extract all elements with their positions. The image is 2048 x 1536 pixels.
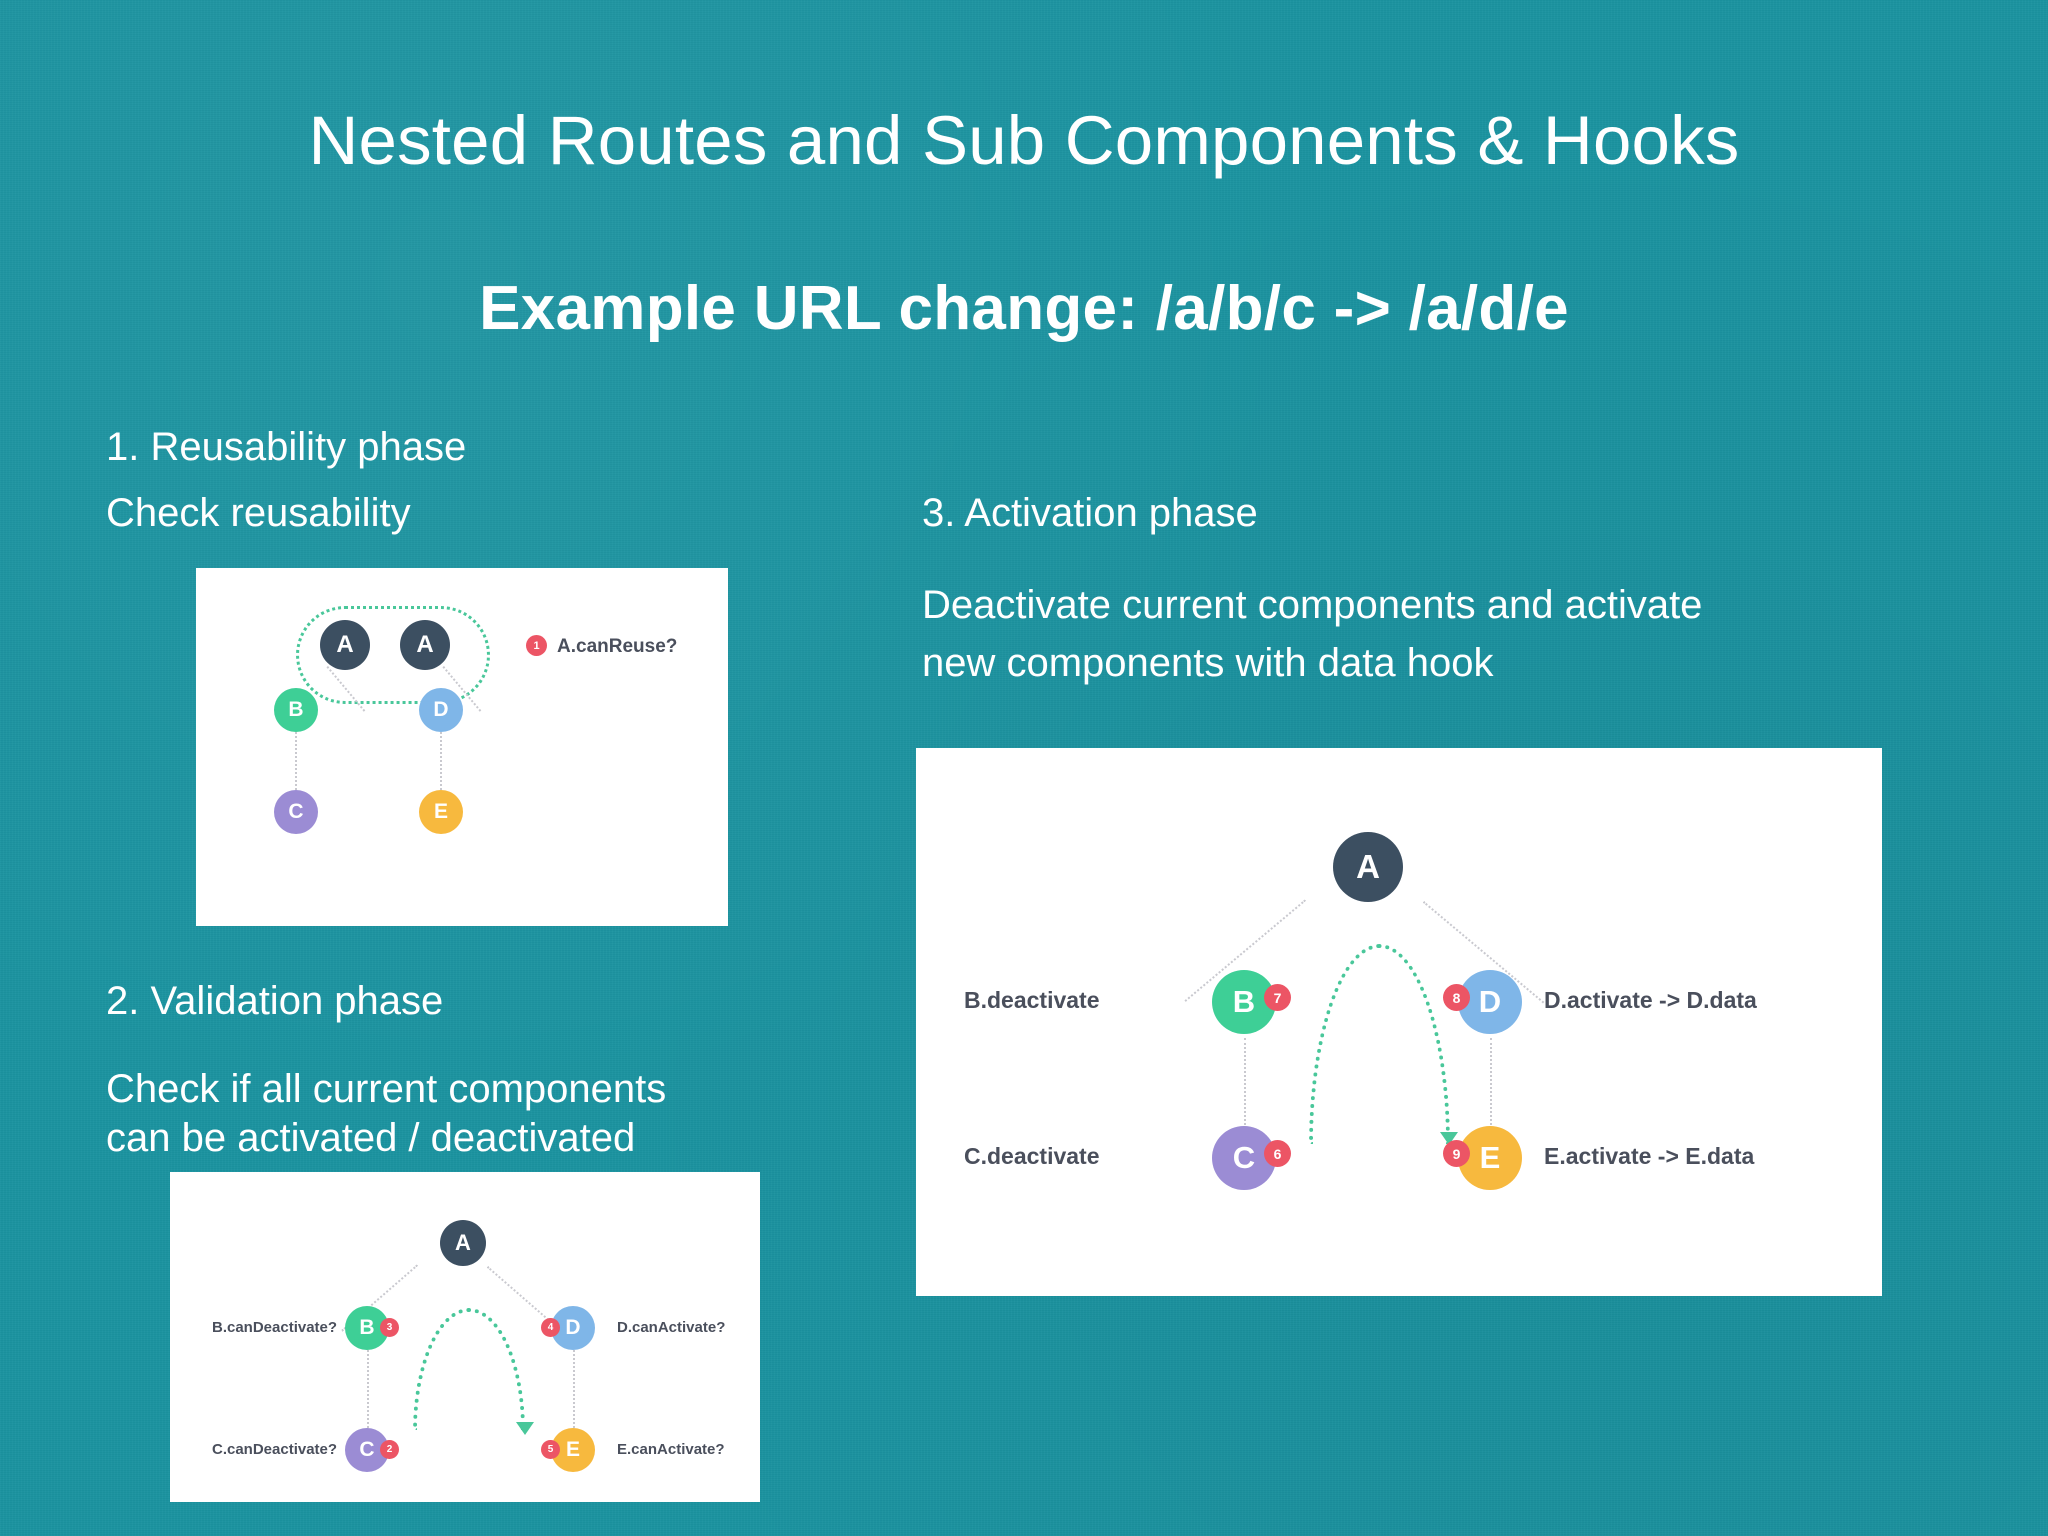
node-a-label: A <box>1356 848 1380 885</box>
edge-b-to-c <box>1244 1038 1246 1165</box>
node-d-label: D <box>433 698 449 721</box>
diagram-card-reusability: A A B D C E 1 A.canReuse? <box>196 568 728 926</box>
node-b: B <box>274 688 318 732</box>
hook-arrow-icon <box>516 1422 534 1435</box>
badge-b-number: 7 <box>1273 989 1282 1006</box>
node-d-label: D <box>565 1316 581 1339</box>
badge-b-deactivate: 7 <box>1264 984 1291 1011</box>
badge-b-number: 3 <box>386 1322 393 1333</box>
node-a-old: A <box>320 620 370 670</box>
diagram-card-validation: A B D C E 3 2 4 5 B.canDeactivate? C.can… <box>170 1172 760 1502</box>
node-b: B <box>1212 970 1276 1034</box>
node-d: D <box>551 1306 595 1350</box>
section-body-validation-line1: Check if all current components <box>106 1067 667 1111</box>
badge-e-canactivate: 5 <box>541 1440 560 1459</box>
annotation-d-canactivate: D.canActivate? <box>617 1319 726 1336</box>
annotation-b-candeactivate: B.canDeactivate? <box>212 1319 338 1336</box>
node-e-label: E <box>1479 1140 1501 1175</box>
node-a-new-label: A <box>416 631 434 658</box>
badge-c-deactivate: 6 <box>1264 1140 1291 1167</box>
badge-1-number: 1 <box>533 639 540 652</box>
edge-b-to-c <box>367 1350 369 1428</box>
badge-e-number: 5 <box>547 1444 554 1455</box>
annotation-b-deactivate: B.deactivate <box>964 987 1100 1013</box>
badge-b-candeactivate: 3 <box>380 1318 399 1337</box>
section-body-reusability: Check reusability <box>106 491 411 535</box>
badge-e-activate: 9 <box>1443 1140 1470 1167</box>
hook-arc <box>1309 944 1450 1144</box>
badge-e-number: 9 <box>1452 1145 1461 1162</box>
annotation-a-canreuse: A.canReuse? <box>557 636 678 657</box>
node-c-label: C <box>288 800 304 823</box>
badge-d-canactivate: 4 <box>541 1318 560 1337</box>
node-c-label: C <box>359 1438 375 1461</box>
section-heading-activation: 3. Activation phase <box>922 491 1258 535</box>
node-c: C <box>274 790 318 834</box>
badge-c-number: 2 <box>386 1444 393 1455</box>
node-c-label: C <box>1232 1140 1256 1175</box>
section-body-activation-line1: Deactivate current components and activa… <box>922 583 1703 627</box>
section-heading-validation: 2. Validation phase <box>106 979 444 1023</box>
node-b-label: B <box>288 698 304 721</box>
node-d: D <box>419 688 463 732</box>
page-subtitle: Example URL change: /a/b/c -> /a/d/e <box>479 274 1569 343</box>
badge-d-activate: 8 <box>1443 984 1470 1011</box>
badge-d-number: 8 <box>1452 989 1461 1006</box>
section-heading-reusability: 1. Reusability phase <box>106 425 467 469</box>
annotation-c-candeactivate: C.canDeactivate? <box>212 1441 338 1458</box>
node-e-label: E <box>565 1438 580 1461</box>
badge-1: 1 <box>526 635 547 656</box>
badge-d-number: 4 <box>547 1322 554 1333</box>
node-d-label: D <box>1478 984 1502 1019</box>
hook-arc <box>413 1308 525 1430</box>
node-a-new: A <box>400 620 450 670</box>
annotation-e-canactivate: E.canActivate? <box>617 1441 725 1458</box>
edge-b-to-c <box>295 728 297 794</box>
annotation-e-activate: E.activate -> E.data <box>1544 1143 1755 1169</box>
section-body-validation-line2: can be activated / deactivated <box>106 1116 636 1160</box>
badge-c-number: 6 <box>1273 1145 1282 1162</box>
annotation-d-activate: D.activate -> D.data <box>1544 987 1757 1013</box>
node-a-old-label: A <box>336 631 354 658</box>
validation-figure: A B D C E 3 2 4 5 B.canDeactivate? C.can… <box>170 1172 760 1502</box>
section-body-activation-line2: new components with data hook <box>922 641 1494 685</box>
diagram-card-activation: A B D C E 7 6 8 9 B.deactivate C.deactiv… <box>916 748 1882 1296</box>
page-title: Nested Routes and Sub Components & Hooks <box>308 102 1740 179</box>
edge-d-to-e <box>573 1350 575 1428</box>
node-b-label: B <box>359 1316 375 1339</box>
edge-d-to-e <box>1490 1038 1492 1165</box>
node-e: E <box>419 790 463 834</box>
activation-figure: A B D C E 7 6 8 9 B.deactivate C.deactiv… <box>916 748 1882 1296</box>
node-a: A <box>1333 832 1403 902</box>
annotation-c-deactivate: C.deactivate <box>964 1143 1100 1169</box>
reuse-group-outline <box>296 606 490 704</box>
edge-d-to-e <box>440 728 442 794</box>
node-e-label: E <box>433 800 448 823</box>
reusability-figure: A A B D C E 1 A.canReuse? <box>196 568 728 926</box>
node-a: A <box>440 1220 486 1266</box>
node-a-label: A <box>455 1230 471 1255</box>
badge-c-candeactivate: 2 <box>380 1440 399 1459</box>
node-b-label: B <box>1232 984 1256 1019</box>
